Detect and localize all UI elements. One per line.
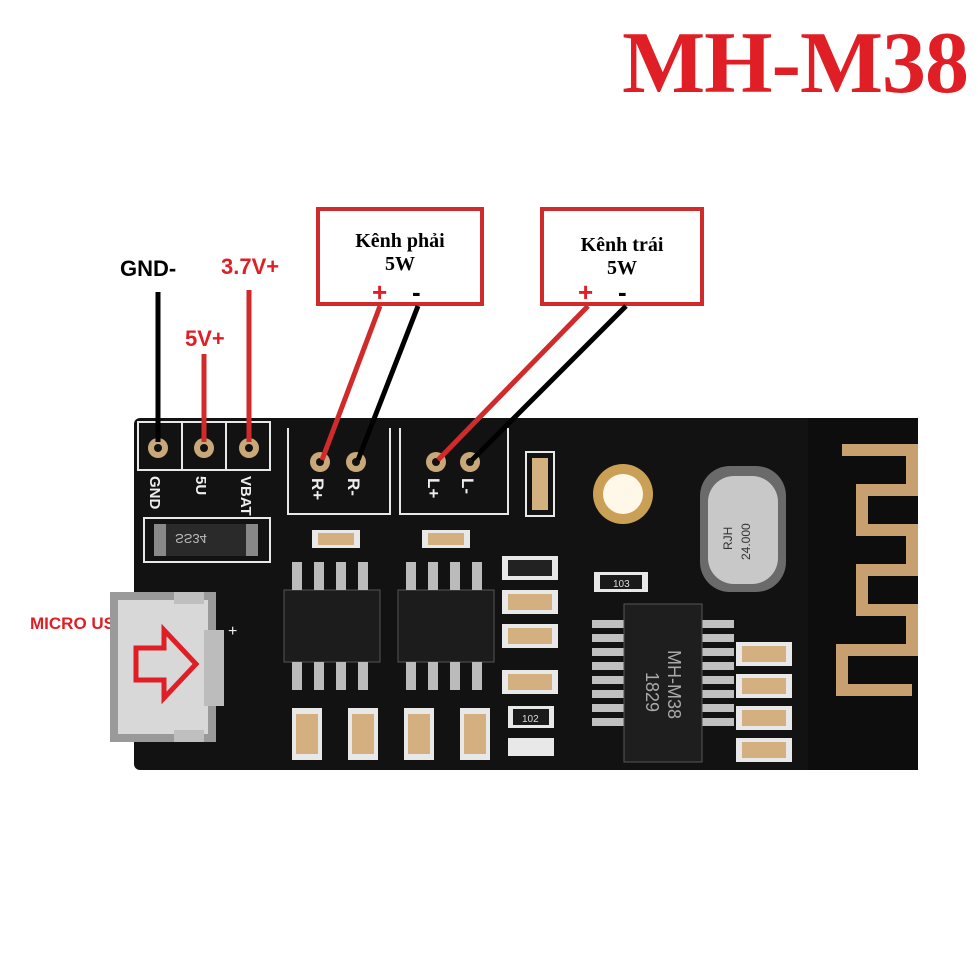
left-channel-plus: + — [578, 277, 594, 307]
left-channel-name: Kênh trái — [580, 234, 664, 256]
header-pads — [148, 438, 259, 458]
label-micro-usb: MICRO USB — [30, 614, 128, 633]
label-5v: 5V+ — [185, 326, 225, 351]
right-channel-plus: + — [372, 277, 388, 307]
right-speaker-outline — [287, 428, 391, 515]
right-channel-minus: - — [412, 277, 421, 307]
wire-r-minus — [355, 305, 421, 461]
smd-passives — [292, 530, 792, 762]
crystal-oscillator: RJH 24.000 — [700, 466, 786, 592]
silk-r-minus: R- — [344, 478, 363, 496]
resistor-103-label: 103 — [613, 579, 630, 590]
right-channel-name: Kênh phải — [355, 230, 445, 252]
amp-ic-right — [283, 562, 381, 690]
micro-usb-connector: + — [110, 592, 237, 742]
left-channel-minus: - — [618, 277, 627, 307]
diode-label: SS34 — [175, 531, 207, 546]
crystal-label-freq: 24.000 — [739, 523, 753, 560]
silk-r-plus: R+ — [308, 478, 327, 500]
chip-label-date: 1829 — [642, 672, 662, 712]
arrow-right-icon — [133, 623, 200, 705]
product-title: MH-M38 — [622, 15, 969, 112]
resistor-102-label: 102 — [522, 714, 539, 725]
smd-led-small — [508, 738, 554, 756]
usb-plus-silk: + — [228, 623, 237, 640]
silk-pin-5u: 5U — [192, 476, 209, 495]
right-channel-box: Kênh phải 5W + - — [316, 207, 484, 306]
antenna-trace — [836, 444, 918, 696]
smd-led — [525, 451, 555, 517]
right-channel-watt: 5W — [385, 253, 415, 275]
silk-l-plus: L+ — [424, 478, 443, 498]
silk-pin-gnd: GND — [146, 476, 163, 510]
silk-l-minus: L- — [458, 478, 477, 494]
diode-ss34: SS34 — [143, 517, 271, 563]
resistor-102: 102 — [508, 706, 554, 728]
main-chip: MH-M38 1829 — [592, 603, 734, 763]
label-3v7: 3.7V+ — [221, 254, 280, 279]
silk-pin-vbat: VBAT — [237, 476, 254, 516]
wire-r-plus — [319, 305, 383, 461]
left-channel-box: Kênh trái 5W + - — [540, 207, 704, 306]
left-channel-watt: 5W — [607, 257, 637, 279]
amp-ic-left — [397, 562, 495, 690]
wire-l-plus — [436, 304, 590, 462]
resistor-103: 103 — [594, 572, 648, 592]
label-gnd: GND- — [120, 256, 177, 281]
chip-label-model: MH-M38 — [664, 650, 684, 719]
wire-l-minus — [470, 304, 628, 462]
left-speaker-outline — [399, 428, 509, 515]
crystal-label-brand: RJH — [721, 527, 735, 550]
